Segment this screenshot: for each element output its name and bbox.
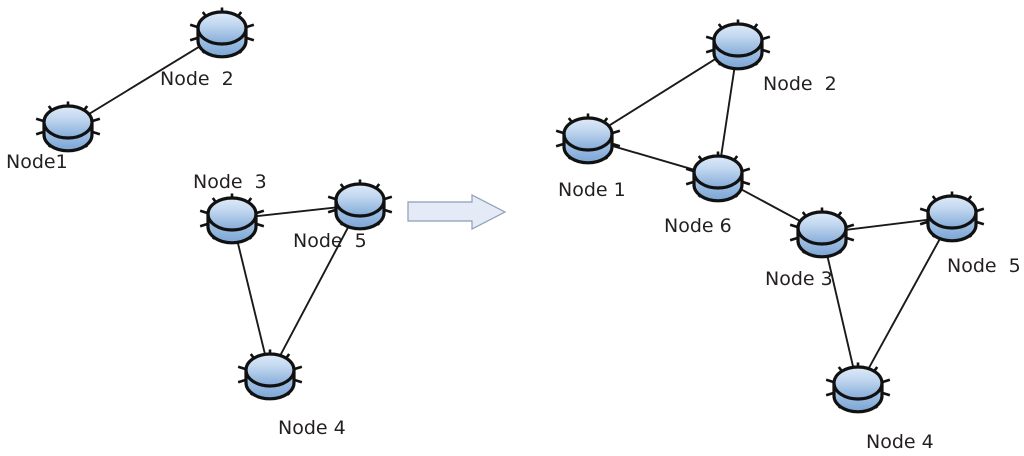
- node-top-face: [926, 194, 978, 230]
- network-node-l1[interactable]: [35, 101, 101, 153]
- node-label-r3: Node 3: [765, 268, 833, 290]
- node-top-face: [206, 196, 258, 232]
- network-node-r5[interactable]: [919, 191, 985, 243]
- node-label-r4: Node 4: [866, 431, 934, 453]
- nodes-layer: [35, 7, 985, 414]
- node-top-face: [712, 22, 764, 58]
- node-top-face: [692, 154, 744, 190]
- node-top-face: [334, 182, 386, 218]
- network-node-r3[interactable]: [789, 207, 855, 259]
- node-label-r1: Node 1: [558, 179, 626, 201]
- labels-layer: Node1 Node 2 Node 3 Node 5 Node 4 Node 1 Node …: [6, 68, 1021, 453]
- node-label-r6: Node 6: [664, 215, 732, 237]
- network-node-l3[interactable]: [199, 193, 265, 245]
- edge-l3-l4[interactable]: [231, 217, 271, 376]
- network-node-r4[interactable]: [825, 362, 891, 414]
- node-label-l3: Node 3: [193, 171, 267, 193]
- arrow-layer: [407, 194, 507, 230]
- network-node-r2[interactable]: [705, 19, 771, 71]
- network-node-r1[interactable]: [555, 113, 621, 165]
- node-label-l5: Node 5: [293, 230, 367, 252]
- node-top-face: [796, 210, 848, 246]
- node-top-face: [244, 352, 296, 388]
- node-top-face: [832, 365, 884, 401]
- node-top-face: [196, 10, 248, 46]
- edge-r4-r5[interactable]: [857, 215, 953, 389]
- transformation-arrow-icon: [407, 194, 507, 230]
- edge-r3-r4[interactable]: [821, 231, 859, 389]
- edge-r1-r2[interactable]: [587, 43, 739, 140]
- node-label-l2: Node 2: [160, 68, 234, 90]
- network-node-l4[interactable]: [237, 349, 303, 401]
- node-label-r5: Node 5: [947, 255, 1021, 277]
- network-node-l2[interactable]: [189, 7, 255, 59]
- node-top-face: [42, 104, 94, 140]
- edge-l1-l2[interactable]: [67, 31, 223, 128]
- node-label-l1: Node1: [6, 151, 68, 173]
- node-top-face: [562, 116, 614, 152]
- node-label-r2: Node 2: [763, 73, 837, 95]
- network-node-r6[interactable]: [685, 151, 751, 203]
- edge-l4-l5[interactable]: [269, 203, 361, 376]
- network-node-l5[interactable]: [327, 179, 393, 231]
- node-label-l4: Node 4: [278, 417, 346, 439]
